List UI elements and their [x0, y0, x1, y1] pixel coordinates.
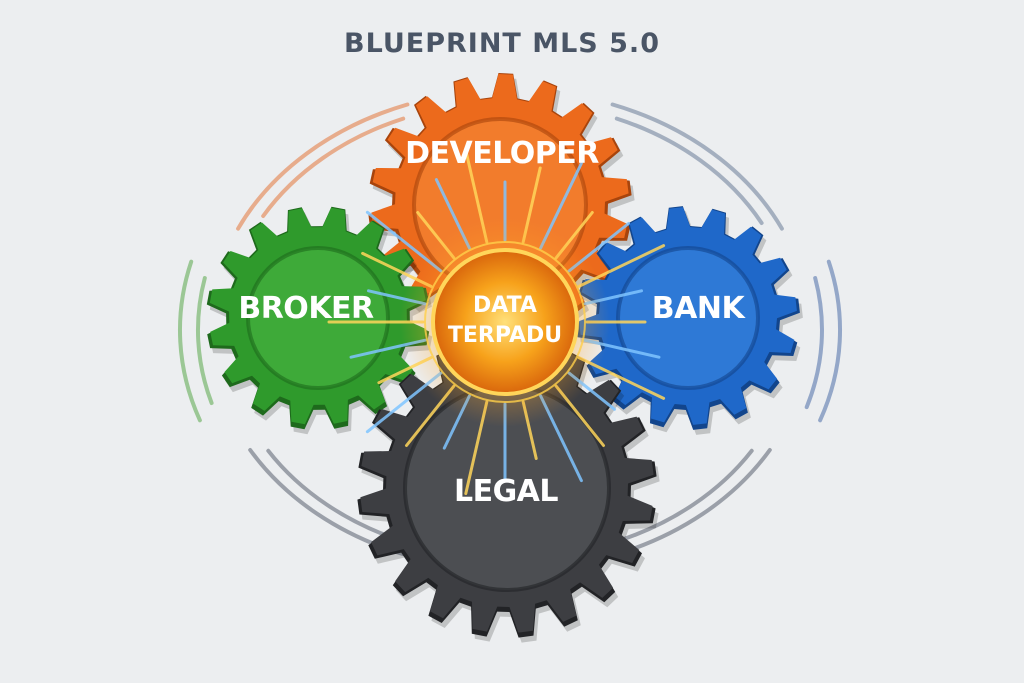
diagram-title: BLUEPRINT MLS 5.0: [344, 28, 660, 59]
broker-gear-rim: [246, 246, 390, 390]
core-label-line2: TERPADU: [448, 323, 562, 348]
motion-swoosh: [196, 276, 214, 405]
bank-gear-face: [618, 248, 758, 388]
legal-label: LEGAL: [454, 474, 558, 509]
legal-gear: [357, 338, 660, 643]
core-label-line1: DATA: [473, 293, 537, 318]
motion-swoosh: [614, 116, 764, 225]
motion-swooshes: [177, 102, 843, 558]
motion-swoosh: [818, 259, 843, 423]
data-core: [431, 248, 579, 396]
motion-swoosh: [614, 448, 754, 544]
broker-label: BROKER: [238, 291, 374, 326]
legal-gear-face: [405, 386, 609, 590]
motion-swoosh: [177, 259, 202, 423]
broker-gear-face: [248, 248, 388, 388]
bank-label: BANK: [652, 291, 747, 326]
bank-gear-rim: [616, 246, 760, 390]
motion-swoosh: [236, 102, 410, 231]
core-ring: [424, 241, 586, 403]
motion-swoosh: [610, 102, 784, 231]
broker-gear: [206, 206, 433, 435]
motion-swoosh: [804, 276, 824, 410]
motion-swoosh: [261, 116, 406, 218]
developer-label: DEVELOPER: [405, 136, 599, 171]
